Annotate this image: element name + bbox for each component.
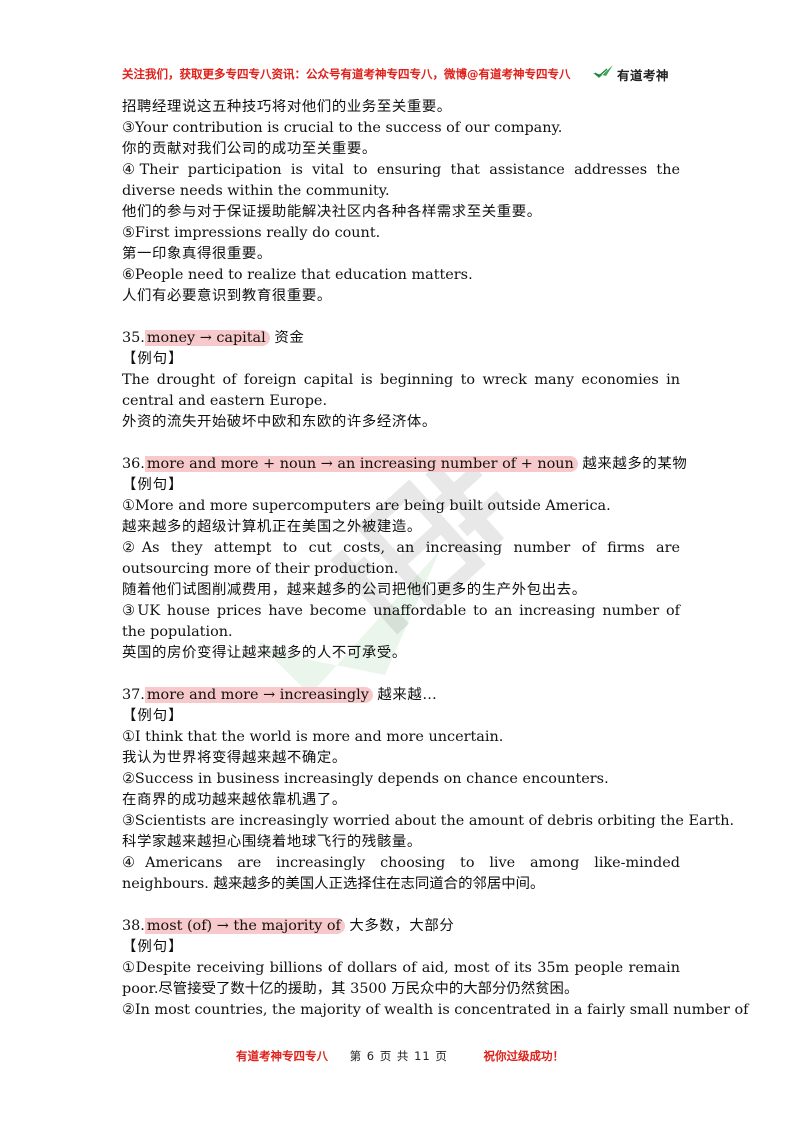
- example-label: 【例句】: [122, 351, 184, 367]
- brand-logo: 有道考神: [592, 62, 669, 86]
- entry-number: 36.: [122, 456, 145, 472]
- page-footer: 有道考神专四专八 第 6 页 共 11 页 祝你过级成功！: [0, 1048, 800, 1064]
- green-check-leaf-icon: [592, 64, 614, 84]
- entry-heading-35: 35.money → capital 资金: [122, 328, 680, 349]
- translation-line: 我认为世界将变得越来越不确定。: [122, 750, 347, 766]
- footer-brand: 有道考神专四专八: [235, 1049, 328, 1063]
- entry-heading-37: 37.more and more → increasingly 越来越…: [122, 685, 680, 706]
- entry-number: 35.: [122, 330, 145, 346]
- example-label: 【例句】: [122, 708, 184, 724]
- entry-heading-38: 38.most (of) → the majority of 大多数，大部分: [122, 916, 680, 937]
- example-sentence: The drought of foreign capital is beginn…: [122, 372, 680, 409]
- page-header-banner: 关注我们，获取更多专四专八资讯：公众号有道考神专四专八，微博@有道考神专四专八: [122, 67, 571, 81]
- translation-line: 你的贡献对我们公司的成功至关重要。: [122, 141, 377, 157]
- entry-heading-36: 36.more and more + noun → an increasing …: [122, 454, 687, 475]
- translation-line: 英国的房价变得让越来越多的人不可承受。: [122, 645, 407, 661]
- entry-meaning: 大多数，大部分: [349, 918, 455, 934]
- example-sentence: ③Scientists are increasingly worried abo…: [122, 813, 735, 829]
- translation-line: 他们的参与对于保证援助能解决社区内各种各样需求至关重要。: [122, 204, 542, 220]
- entry-number: 38.: [122, 918, 145, 934]
- entry-term-highlight: money → capital: [144, 330, 270, 346]
- example-sentence: ⑥People need to realize that education m…: [122, 267, 473, 283]
- translation-line: 随着他们试图削减费用，越来越多的公司把他们更多的生产外包出去。: [122, 582, 587, 598]
- translation-line: 外资的流失开始破坏中欧和东欧的许多经济体。: [122, 414, 437, 430]
- translation-line: 越来越多的超级计算机正在美国之外被建造。: [122, 519, 422, 535]
- example-sentence: ①I think that the world is more and more…: [122, 729, 504, 745]
- text-line: 招聘经理说这五种技巧将对他们的业务至关重要。: [122, 99, 452, 115]
- entry-term-highlight: more and more + noun → an increasing num…: [144, 456, 578, 472]
- entry-number: 37.: [122, 687, 145, 703]
- example-sentence: ③Your contribution is crucial to the suc…: [122, 120, 563, 136]
- entry-meaning: 资金: [274, 330, 305, 346]
- example-sentence: ④Americans are increasingly choosing to …: [122, 855, 680, 892]
- entry-meaning: 越来越多的某物: [582, 456, 688, 472]
- translation-line: 科学家越来越担心围绕着地球飞行的残骸量。: [122, 834, 422, 850]
- example-sentence: ②In most countries, the majority of weal…: [122, 1002, 749, 1018]
- example-sentence: ②Success in business increasingly depend…: [122, 771, 609, 787]
- entry-term-highlight: more and more → increasingly: [144, 687, 373, 703]
- example-sentence: ②As they attempt to cut costs, an increa…: [122, 540, 680, 577]
- page-number: 第 6 页 共 11 页: [349, 1049, 448, 1063]
- example-sentence: ①More and more supercomputers are being …: [122, 498, 611, 514]
- document-body: 招聘经理说这五种技巧将对他们的业务至关重要。 ③Your contributio…: [122, 97, 749, 1021]
- translation-line: 第一印象真得很重要。: [122, 246, 272, 262]
- example-label: 【例句】: [122, 477, 184, 493]
- example-sentence: ④Their participation is vital to ensurin…: [122, 162, 680, 199]
- logo-text: 有道考神: [617, 67, 670, 83]
- translation-line: 人们有必要意识到教育很重要。: [122, 288, 332, 304]
- example-sentence: ③UK house prices have become unaffordabl…: [122, 603, 680, 640]
- example-label: 【例句】: [122, 939, 184, 955]
- entry-term-highlight: most (of) → the majority of: [144, 918, 345, 934]
- example-sentence: ⑤First impressions really do count.: [122, 225, 381, 241]
- translation-line: 在商界的成功越来越依靠机遇了。: [122, 792, 347, 808]
- footer-wish: 祝你过级成功！: [483, 1049, 565, 1063]
- example-sentence: ①Despite receiving billions of dollars o…: [122, 960, 680, 997]
- entry-meaning: 越来越…: [377, 687, 438, 703]
